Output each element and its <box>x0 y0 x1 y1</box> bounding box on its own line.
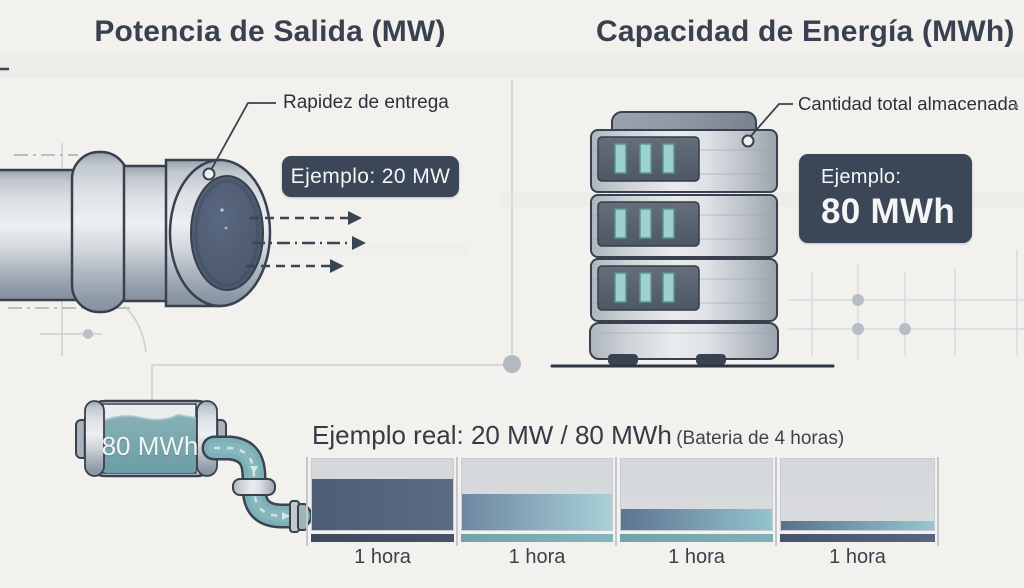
grid-dot <box>852 294 864 306</box>
battery-cell-icon <box>639 208 652 239</box>
decor-dot <box>83 329 93 339</box>
pipe-flow-dashes <box>214 446 300 518</box>
hour-bar <box>780 458 935 531</box>
blueprint-decor-left <box>8 143 147 356</box>
battery-cell-icon <box>614 143 627 174</box>
divider-and-connector <box>151 80 513 401</box>
rack-module <box>590 258 778 322</box>
grid-dot <box>899 323 911 335</box>
battery-cell-icon <box>639 143 652 174</box>
bar-fill <box>781 521 934 530</box>
bar-fill <box>462 493 612 530</box>
right-callout-line <box>741 103 793 148</box>
pipe-outlet-icon <box>0 150 272 314</box>
rack-module <box>590 129 778 193</box>
flow-arrowhead <box>282 512 290 520</box>
rack-foot <box>608 354 638 365</box>
battery-cell-icon <box>614 272 627 303</box>
hour-label: 1 hora <box>829 546 886 568</box>
battery-cell-icon <box>662 272 675 303</box>
flow-arrows <box>246 211 366 273</box>
right-section-title: Capacidad de Energía (MWh) <box>596 15 1015 48</box>
left-callout-line <box>202 102 276 181</box>
right-callout-label: Cantidad total almacenada <box>798 93 1019 114</box>
example-title-main: Ejemplo real: 20 MW / 80 MWh <box>312 420 672 450</box>
power-example-badge: Ejemplo: 20 MW <box>282 156 459 197</box>
energy-example-badge: Ejemplo: 80 MWh <box>799 154 972 243</box>
grid-dot <box>852 323 864 335</box>
bar-fill <box>621 508 772 530</box>
left-callout-label: Rapidez de entrega <box>283 92 449 113</box>
bar-dividers <box>306 457 939 546</box>
battery-cell-icon <box>662 143 675 174</box>
rack-foot <box>696 354 726 365</box>
example-title: Ejemplo real: 20 MW / 80 MWh (Bateria de… <box>312 420 844 451</box>
hour-bar <box>311 458 454 531</box>
bar-fill <box>312 478 453 530</box>
tank-liquid <box>103 415 196 473</box>
connector-dot <box>503 355 521 373</box>
flow-arrowhead <box>250 466 258 474</box>
rack-module <box>590 194 778 258</box>
tank-capacity-label: 80 MWh <box>101 431 199 461</box>
battery-rack-icon <box>550 111 835 368</box>
energy-example-label: Ejemplo: <box>821 166 902 188</box>
hour-label: 1 hora <box>354 546 411 568</box>
discharge-pipe-icon <box>201 435 313 533</box>
battery-cell-icon <box>639 272 652 303</box>
hour-label: 1 hora <box>668 546 725 568</box>
hour-bar <box>461 458 613 531</box>
pipe-bore <box>190 175 264 291</box>
pipe-collar <box>232 478 276 496</box>
stray-dot <box>1014 104 1018 108</box>
power-example-text: Ejemplo: 20 MW <box>290 164 451 188</box>
energy-example-value: 80 MWh <box>821 192 956 231</box>
callout-anchor-icon <box>202 167 216 181</box>
battery-cell-icon <box>614 208 627 239</box>
hour-strip <box>461 534 613 542</box>
grid-dots <box>852 294 911 335</box>
rack-base <box>589 322 779 360</box>
pipe-coupling <box>297 503 308 531</box>
blueprint-grid-right <box>788 250 1024 360</box>
callout-anchor-icon <box>741 134 755 148</box>
hour-strip <box>311 534 454 542</box>
left-section-title: Potencia de Salida (MW) <box>94 15 446 48</box>
hour-label: 1 hora <box>508 546 566 568</box>
hour-bar <box>620 458 773 531</box>
example-title-note: (Bateria de 4 horas) <box>676 428 845 449</box>
pipe-flange <box>70 150 130 314</box>
battery-cell-icon <box>662 208 675 239</box>
hour-strip <box>780 534 935 542</box>
tank-left-cap <box>84 400 105 477</box>
hour-strip <box>620 534 773 542</box>
